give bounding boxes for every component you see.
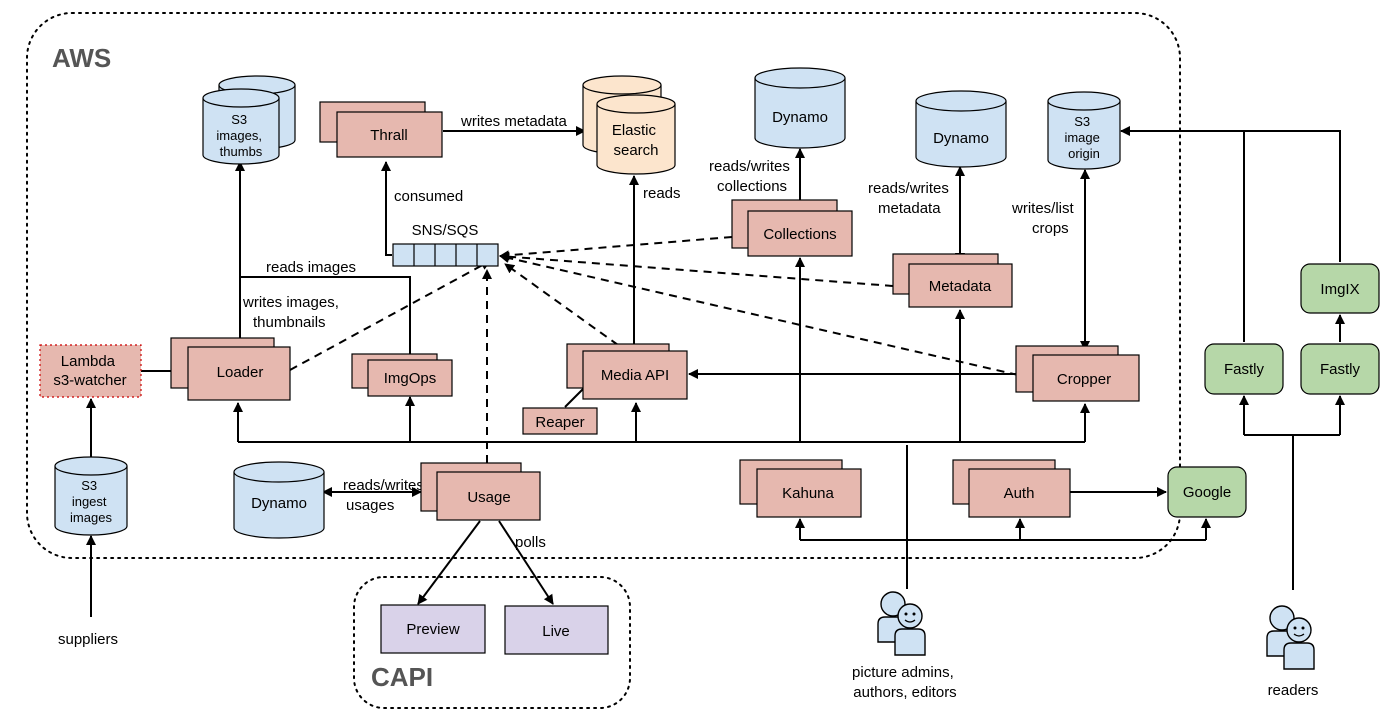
capi-preview[interactable]: Preview	[380, 604, 486, 654]
svg-text:Dynamo: Dynamo	[251, 495, 307, 512]
usage-service[interactable]: Usage	[420, 462, 541, 521]
fastly-right[interactable]: Fastly	[1300, 343, 1380, 395]
svg-text:S3 ingest images: S3 ingest images	[70, 478, 112, 525]
suppliers-label: suppliers	[58, 631, 118, 648]
readers-label: readers	[1268, 682, 1319, 699]
edge-imgops-s3	[240, 276, 411, 356]
edge-label-writes-images: writes images,thumbnails	[242, 294, 339, 331]
svg-text:Kahuna: Kahuna	[782, 485, 834, 502]
capi-live[interactable]: Live	[504, 605, 609, 655]
lambda-s3-watcher[interactable]: Lambda s3-watcher	[39, 344, 142, 398]
edge-loader-queue	[289, 260, 491, 371]
fastly-left[interactable]: Fastly	[1204, 343, 1284, 395]
dynamo-usage-store: Dynamo	[233, 461, 325, 539]
edge-cropper-queue	[499, 253, 1019, 376]
svg-text:Loader: Loader	[217, 364, 264, 381]
auth-service[interactable]: Auth	[952, 459, 1071, 518]
elastic-search-store: Elastic search	[582, 75, 676, 175]
svg-text:Reaper: Reaper	[535, 414, 584, 431]
metadata-service[interactable]: Metadata	[892, 253, 1013, 308]
svg-text:Cropper: Cropper	[1057, 371, 1111, 388]
svg-text:Google: Google	[1183, 484, 1231, 501]
s3-origin-store: S3 image origin	[1047, 91, 1121, 170]
svg-text:SNS/SQS: SNS/SQS	[412, 222, 479, 239]
cropper-service[interactable]: Cropper	[1015, 345, 1140, 402]
edge-label-reads: reads	[643, 185, 681, 202]
admins-people-icon	[877, 591, 926, 656]
admins-label: picture admins, authors, editors	[852, 664, 958, 701]
edge-queue-thrall	[381, 161, 392, 256]
media-api-service[interactable]: Media API	[566, 343, 688, 400]
aws-region	[26, 12, 1181, 559]
svg-text:ImgIX: ImgIX	[1320, 281, 1359, 298]
readers-people-icon	[1266, 605, 1315, 670]
imgops-service[interactable]: ImgOps	[351, 353, 453, 397]
svg-text:Lambda s3-watcher: Lambda s3-watcher	[53, 353, 126, 389]
svg-text:ImgOps: ImgOps	[384, 370, 437, 387]
svg-text:S3 image origin: S3 image origin	[1064, 114, 1103, 161]
svg-text:Live: Live	[542, 623, 570, 640]
svg-text:Thrall: Thrall	[370, 127, 408, 144]
thrall-service[interactable]: Thrall	[319, 101, 443, 158]
svg-text:Fastly: Fastly	[1224, 361, 1265, 378]
svg-text:Dynamo: Dynamo	[772, 109, 828, 126]
edge-label-reads-images: reads images	[266, 259, 356, 276]
edge-metadata-queue	[499, 251, 894, 287]
edge-imgix-s3origin	[1120, 126, 1341, 262]
aws-label: AWS	[52, 43, 111, 73]
dynamo-collections-store: Dynamo	[754, 67, 846, 149]
edge-collections-queue	[499, 236, 733, 261]
s3-images-store: S3 images, thumbs	[202, 75, 296, 165]
svg-text:Media API: Media API	[601, 367, 669, 384]
svg-text:Dynamo: Dynamo	[933, 130, 989, 147]
svg-text:Preview: Preview	[406, 621, 460, 638]
svg-text:Usage: Usage	[467, 489, 510, 506]
capi-label: CAPI	[371, 662, 433, 692]
s3-ingest-store: S3 ingest images	[54, 456, 128, 536]
reaper-service[interactable]: Reaper	[522, 407, 598, 435]
kahuna-service[interactable]: Kahuna	[739, 459, 862, 518]
capi-region	[353, 576, 631, 709]
svg-text:Fastly: Fastly	[1320, 361, 1361, 378]
loader-service[interactable]: Loader	[170, 337, 291, 401]
edge-label-writes-metadata: writes metadata	[460, 113, 568, 130]
collections-service[interactable]: Collections	[731, 199, 853, 257]
edge-mediaapi-queue	[504, 263, 619, 346]
svg-text:Auth: Auth	[1004, 485, 1035, 502]
google-provider[interactable]: Google	[1167, 466, 1247, 518]
edge-label-consumed: consumed	[394, 188, 463, 205]
edge-usage-live	[498, 520, 554, 605]
svg-text:Metadata: Metadata	[929, 278, 992, 295]
svg-text:Collections: Collections	[763, 226, 836, 243]
dynamo-metadata-store: Dynamo	[915, 90, 1007, 168]
svg-text:Elastic search: Elastic search	[612, 122, 660, 159]
imgix-service[interactable]: ImgIX	[1300, 263, 1380, 314]
sns-sqs-queue: SNS/SQS	[392, 222, 499, 267]
edge-label-polls: polls	[515, 534, 546, 551]
edge-usage-preview	[417, 520, 481, 605]
svg-text:S3 images, thumbs: S3 images, thumbs	[216, 112, 265, 159]
